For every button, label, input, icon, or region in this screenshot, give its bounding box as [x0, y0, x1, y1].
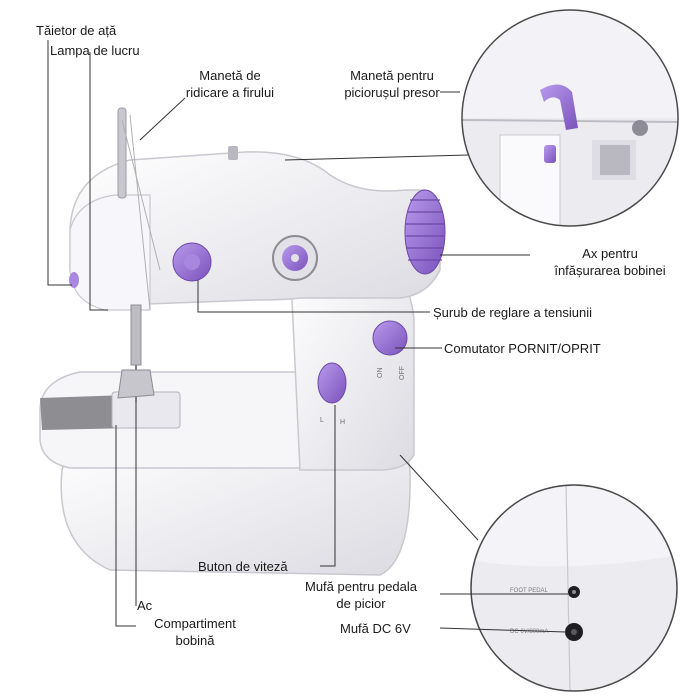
label-work-lamp: Lampa de lucru [50, 43, 140, 58]
label-thread-lever: Manetă de ridicare a firului [160, 67, 300, 101]
handwheel-ridges [406, 199, 444, 261]
presser-foot [117, 369, 155, 399]
sewing-machine: ON OFF L H [39, 107, 446, 576]
label-bobbin-axis-line2: înfășurarea bobinei [554, 263, 666, 278]
label-bobbin-axis: Ax pentru înfășurarea bobinei [530, 245, 690, 279]
on-marking: ON [377, 368, 384, 379]
speed-button [317, 362, 347, 404]
machine-head [69, 194, 151, 311]
foot-pedal-marking: FOOT PEDAL [510, 588, 549, 594]
thread-line-2 [121, 119, 161, 271]
label-pedal-socket: Mufă pentru pedala de picior [286, 578, 436, 612]
spool-pin [117, 107, 127, 199]
leader-tension [197, 280, 430, 313]
label-bobbin-compartment-line2: bobină [175, 633, 215, 648]
off-marking: OFF [399, 366, 406, 380]
leader-thread-cutter [47, 40, 72, 286]
leader-speed [320, 405, 336, 567]
leader-zoom-top [284, 154, 469, 161]
leader-bobbin-comp [115, 425, 136, 627]
leader-zoom-bottom [399, 454, 479, 541]
label-power-switch: Comutator PORNIT/OPRIT [444, 340, 601, 357]
low-marking: L [320, 417, 324, 424]
leader-lines [47, 40, 570, 633]
zoom-sockets: FOOT PEDAL DC 6V/800mA [470, 484, 678, 692]
label-tension-screw: Șurub de reglare a tensiunii [433, 304, 592, 321]
label-thread-lever-line1: Manetă de [199, 68, 261, 83]
label-thread-lever-line2: ridicare a firului [185, 85, 275, 100]
lamp [69, 272, 79, 288]
label-bobbin-axis-line1: Ax pentru [582, 246, 638, 261]
label-pedal-socket-line2: de picior [336, 596, 386, 611]
label-bobbin-compartment-line1: Compartiment [154, 616, 236, 631]
dc-port-marking: DC 6V/800mA [510, 629, 548, 635]
label-bobbin-compartment: Compartiment bobină [130, 615, 260, 649]
leader-dc [439, 627, 567, 633]
label-presser-lever-line1: Manetă pentru [350, 68, 434, 83]
leader-thread-lever [139, 97, 186, 141]
thread-line [129, 114, 151, 311]
handwheel [404, 189, 446, 275]
machine-base [60, 439, 411, 576]
label-speed-button: Buton de viteză [198, 559, 288, 574]
high-marking: H [340, 419, 345, 426]
zoom-presser-lever [461, 9, 679, 227]
needle-plate [40, 395, 132, 430]
needle-bar [130, 304, 142, 366]
label-presser-lever-line2: piciorușul presor [344, 85, 440, 100]
label-dc-socket: Mufă DC 6V [340, 621, 411, 636]
label-pedal-socket-line1: Mufă pentru pedala [304, 579, 418, 594]
label-thread-cutter: Tăietor de ață [36, 23, 117, 38]
leader-work-lamp [89, 52, 108, 311]
power-switch [372, 320, 408, 356]
label-needle: Ac [137, 598, 153, 613]
label-presser-lever: Manetă pentru piciorușul presor [318, 67, 466, 101]
top-pin [228, 146, 238, 160]
